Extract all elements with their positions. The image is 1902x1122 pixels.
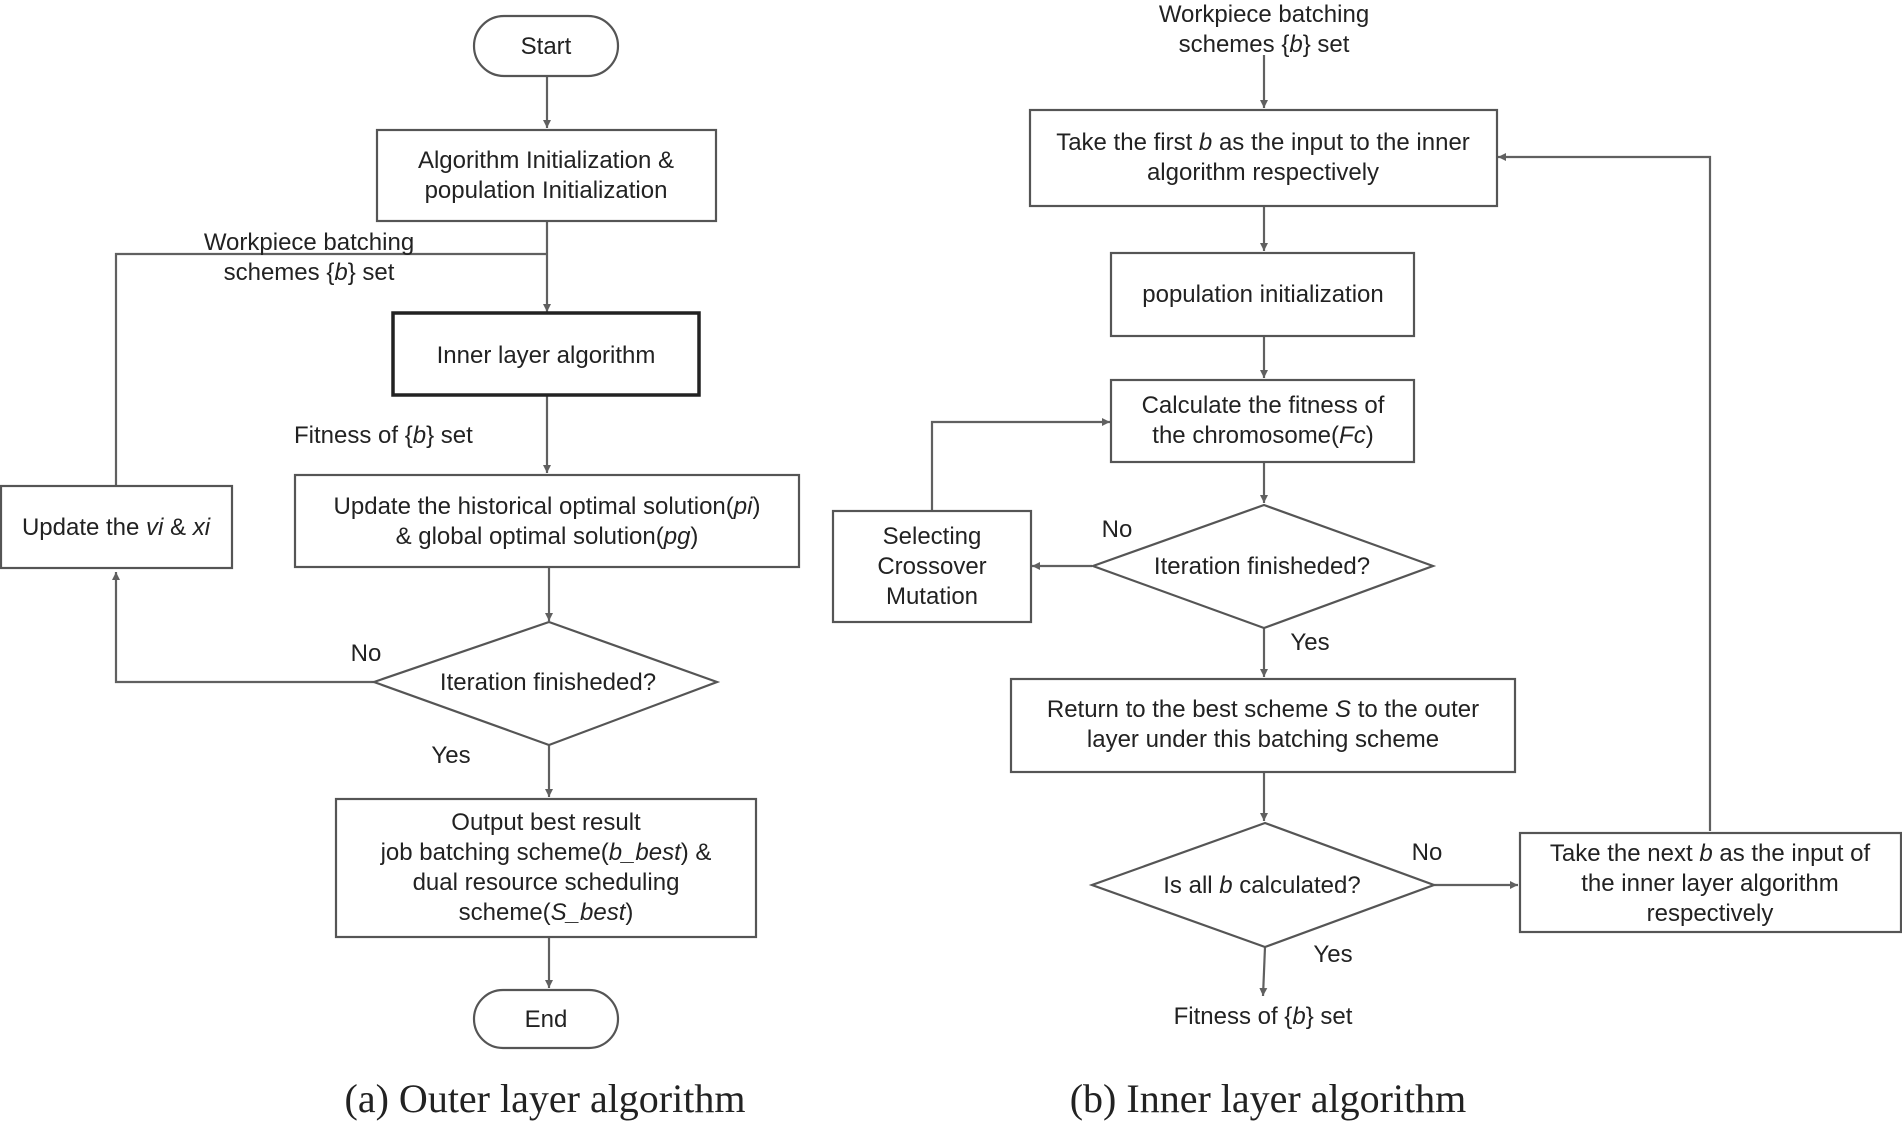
update-optimal-box: Update the historical optimal solution(p… bbox=[293, 473, 801, 569]
output-best-box: Output best result job batching scheme(b… bbox=[334, 797, 758, 939]
inner-input-label-line2: schemes {b} set bbox=[1179, 31, 1350, 58]
ops-line1: Selecting bbox=[883, 523, 982, 550]
update-vi-xi-label: Update the vi & xi bbox=[22, 514, 211, 541]
fitness-line2: the chromosome(Fc) bbox=[1152, 422, 1373, 449]
outer-decision-diamond: Iteration finisheded? bbox=[370, 620, 721, 747]
output-line1: Output best result bbox=[451, 809, 641, 836]
inner-layer-box: Inner layer algorithm bbox=[391, 311, 701, 397]
inner-output-label: Fitness of {b} set bbox=[1174, 1003, 1353, 1030]
arrow-next-to-take-first bbox=[1498, 153, 1712, 831]
update-vi-xi-box: Update the vi & xi bbox=[0, 484, 234, 570]
outer-no-label: No bbox=[351, 640, 382, 667]
pop-init-box: population initialization bbox=[1109, 251, 1416, 338]
all-b-label: Is all b calculated? bbox=[1163, 872, 1360, 899]
outer-decision-label: Iteration finisheded? bbox=[440, 669, 656, 696]
inner-layer-flowchart: Workpiece batching schemes {b} set Take … bbox=[831, 1, 1902, 1121]
outer-yes-label: Yes bbox=[431, 742, 470, 769]
inner-connectors bbox=[930, 55, 1712, 997]
pop-init-label: population initialization bbox=[1142, 281, 1384, 308]
fitness-box: Calculate the fitness of the chromosome(… bbox=[1109, 378, 1416, 464]
update-optimal-line2: & global optimal solution(pg) bbox=[396, 523, 699, 550]
inner-no-label: No bbox=[1102, 516, 1133, 543]
take-first-line2: algorithm respectively bbox=[1147, 159, 1379, 186]
ops-line3: Mutation bbox=[886, 583, 978, 610]
ops-line2: Crossover bbox=[877, 553, 986, 580]
workpiece-label-line1: Workpiece batching bbox=[204, 229, 414, 256]
output-line2: job batching scheme(b_best) & bbox=[380, 839, 712, 866]
outer-layer-flowchart: Start Algorithm Initialization & populat… bbox=[0, 14, 801, 1121]
return-line2: layer under this batching scheme bbox=[1087, 726, 1439, 753]
update-optimal-line1: Update the historical optimal solution(p… bbox=[334, 493, 761, 520]
arrow-decision-no bbox=[112, 572, 374, 684]
take-next-line1: Take the next b as the input of bbox=[1550, 840, 1871, 867]
all-b-decision-diamond: Is all b calculated? bbox=[1088, 821, 1438, 949]
start-terminal: Start bbox=[472, 14, 620, 78]
outer-caption: (a) Outer layer algorithm bbox=[345, 1076, 746, 1121]
end-label: End bbox=[525, 1006, 568, 1033]
init-label-line1: Algorithm Initialization & bbox=[418, 147, 674, 174]
inner-yes-label: Yes bbox=[1290, 629, 1329, 656]
take-next-box: Take the next b as the input of the inne… bbox=[1518, 831, 1902, 934]
fitness-set-label: Fitness of {b} set bbox=[294, 422, 473, 449]
start-label: Start bbox=[521, 33, 572, 60]
init-box: Algorithm Initialization & population In… bbox=[375, 128, 718, 223]
workpiece-label-line2: schemes {b} set bbox=[224, 259, 395, 286]
take-first-line1: Take the first b as the input to the inn… bbox=[1056, 129, 1470, 156]
take-next-line2: the inner layer algorithm bbox=[1581, 870, 1838, 897]
return-line1: Return to the best scheme S to the outer bbox=[1047, 696, 1479, 723]
output-line4: scheme(S_best) bbox=[459, 899, 634, 926]
genetic-ops-box: Selecting Crossover Mutation bbox=[831, 509, 1033, 624]
arrow-ops-to-fitness bbox=[930, 418, 1110, 511]
return-best-box: Return to the best scheme S to the outer… bbox=[1009, 677, 1517, 774]
inner-decision-diamond: Iteration finisheded? bbox=[1089, 503, 1437, 630]
inner-caption: (b) Inner layer algorithm bbox=[1070, 1076, 1467, 1121]
loop-line-update-to-inner bbox=[114, 252, 547, 493]
fitness-line1: Calculate the fitness of bbox=[1142, 392, 1385, 419]
all-b-yes-label: Yes bbox=[1313, 941, 1352, 968]
outer-connectors bbox=[112, 76, 553, 988]
inner-input-label-line1: Workpiece batching bbox=[1159, 1, 1369, 28]
all-b-no-label: No bbox=[1412, 839, 1443, 866]
inner-layer-label: Inner layer algorithm bbox=[437, 342, 656, 369]
init-label-line2: population Initialization bbox=[425, 177, 668, 204]
end-terminal: End bbox=[472, 988, 620, 1050]
take-next-line3: respectively bbox=[1647, 900, 1774, 927]
arrow-all-b-yes-to-output bbox=[1259, 946, 1268, 997]
output-line3: dual resource scheduling bbox=[413, 869, 680, 896]
inner-decision-label: Iteration finisheded? bbox=[1154, 553, 1370, 580]
take-first-box: Take the first b as the input to the inn… bbox=[1028, 108, 1499, 208]
